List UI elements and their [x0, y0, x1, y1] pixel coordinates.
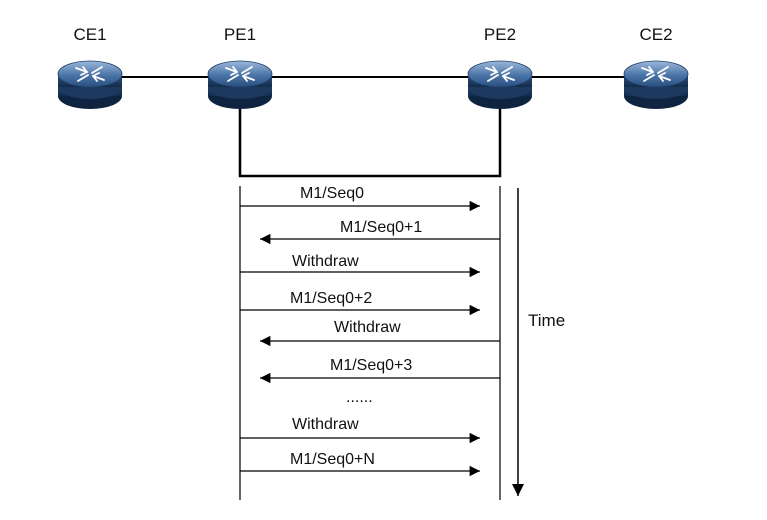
router-ce2-icon: [623, 60, 689, 110]
time-axis-label: Time: [528, 311, 565, 330]
message-label-1: M1/Seq0: [300, 185, 364, 202]
router-ce1-icon: [57, 60, 123, 110]
router-label-ce2: CE2: [639, 25, 672, 44]
router-label-pe2: PE2: [484, 25, 516, 44]
session-bracket: [238, 102, 502, 178]
message-label-5: Withdraw: [334, 319, 401, 336]
message-label-3: Withdraw: [292, 253, 359, 270]
router-pe1-icon: [207, 60, 273, 110]
message-label-9: M1/Seq0+N: [290, 451, 375, 468]
message-label-8: Withdraw: [292, 416, 359, 433]
ellipsis-label: ......: [346, 389, 373, 406]
message-label-2: M1/Seq0+1: [340, 219, 422, 236]
message-label-4: M1/Seq0+2: [290, 290, 372, 307]
router-pe2-icon: [467, 60, 533, 110]
router-label-pe1: PE1: [224, 25, 256, 44]
message-label-6: M1/Seq0+3: [330, 357, 412, 374]
router-label-ce1: CE1: [73, 25, 106, 44]
